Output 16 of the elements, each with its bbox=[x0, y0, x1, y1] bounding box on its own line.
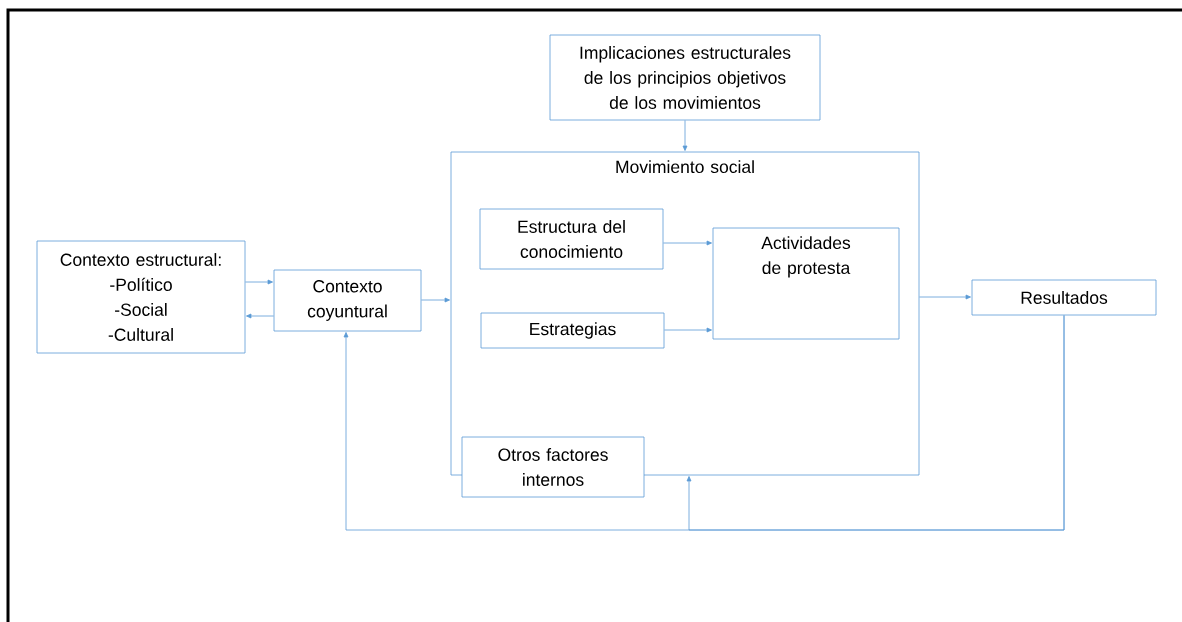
arrow bbox=[664, 327, 712, 333]
process-box: Contexto estructural: -Político -Social -Cultural bbox=[36, 240, 246, 354]
process-box: Otros factores internos bbox=[461, 436, 645, 498]
process-box: Estrategias bbox=[480, 312, 665, 349]
arrow bbox=[663, 240, 712, 246]
arrow bbox=[245, 279, 273, 285]
arrow bbox=[919, 294, 971, 300]
process-box: Resultados bbox=[971, 279, 1157, 316]
arrow bbox=[682, 120, 688, 151]
process-box: Contexto coyuntural bbox=[273, 269, 422, 332]
process-box: Actividades de protesta bbox=[712, 227, 900, 340]
arrow bbox=[421, 297, 450, 303]
process-box: Implicaciones estructurales de los principios objetivos de los movimientos bbox=[549, 34, 821, 121]
arrow bbox=[246, 313, 274, 319]
process-box: Estructura del conocimiento bbox=[479, 208, 664, 270]
arrow bbox=[686, 315, 1065, 531]
